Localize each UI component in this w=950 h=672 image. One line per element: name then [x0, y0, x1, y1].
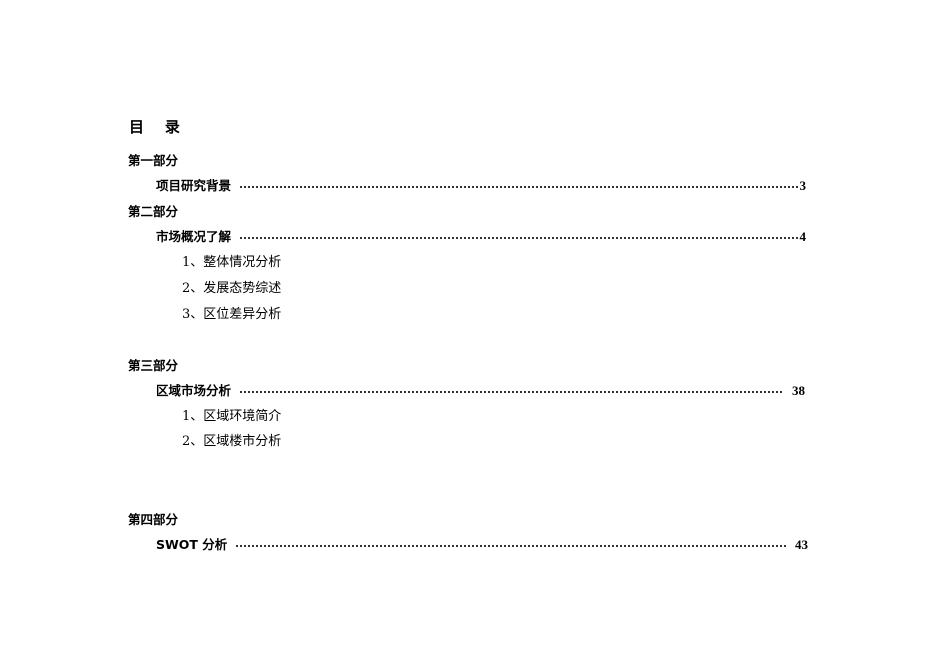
part-heading-2: 第二部分 [128, 204, 179, 219]
toc-page-number: 4 [799, 229, 807, 244]
dot-leader [239, 186, 800, 188]
toc-entry-1[interactable]: 项目研究背景 3 [156, 177, 806, 195]
toc-title: 目 录 [129, 118, 180, 136]
toc-entry-label: 市场概况了解 [156, 229, 232, 244]
toc-subitem: 3、区位差异分析 [182, 307, 282, 322]
dot-leader [239, 237, 800, 239]
part-heading-1: 第一部分 [128, 153, 179, 168]
toc-subitem: 1、区域环境简介 [182, 409, 282, 424]
toc-entry-label: SWOT 分析 [156, 537, 228, 552]
dot-leader [239, 391, 784, 393]
toc-page-number: 38 [792, 383, 805, 398]
toc-entry-label: 区域市场分析 [156, 383, 232, 398]
toc-subitem: 2、发展态势综述 [182, 281, 282, 296]
part-heading-4: 第四部分 [128, 512, 179, 527]
toc-subitem: 1、整体情况分析 [182, 255, 282, 270]
toc-entry-4[interactable]: SWOT 分析 43 [156, 536, 808, 554]
toc-subitem: 2、区域楼市分析 [182, 434, 282, 449]
dot-leader [235, 545, 787, 547]
toc-entry-3[interactable]: 区域市场分析 38 [156, 382, 805, 400]
toc-page-number: 3 [799, 178, 807, 193]
part-heading-3: 第三部分 [128, 358, 179, 373]
toc-entry-2[interactable]: 市场概况了解 4 [156, 228, 806, 246]
toc-page-number: 43 [795, 537, 808, 552]
toc-entry-label: 项目研究背景 [156, 178, 232, 193]
